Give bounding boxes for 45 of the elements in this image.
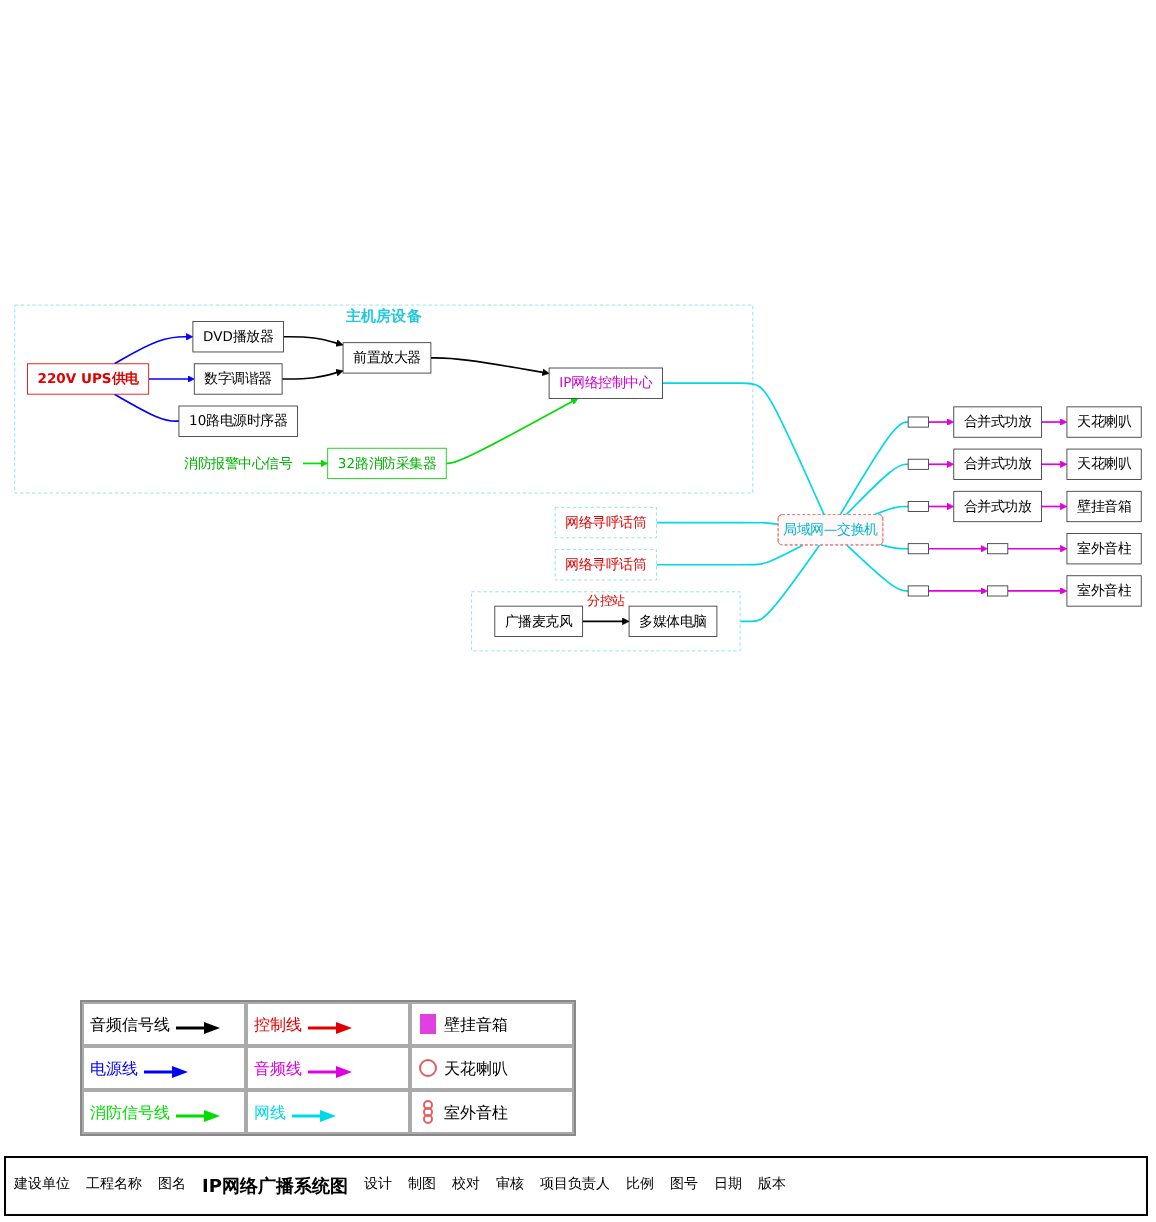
- node-box: [907, 501, 929, 512]
- arrow: [927, 502, 955, 511]
- arrow: [1006, 587, 1068, 595]
- connector: [655, 521, 780, 526]
- connector: [845, 463, 909, 516]
- arrow: [1040, 460, 1068, 468]
- arrow: [927, 460, 955, 468]
- connector: [655, 544, 804, 566]
- arrow: [927, 418, 955, 426]
- connector: [846, 544, 909, 592]
- arrow: [927, 545, 988, 553]
- arrow: [445, 398, 579, 465]
- arrow: [282, 335, 344, 347]
- node-box: [907, 416, 929, 428]
- arrow: [581, 617, 630, 626]
- arrow: [430, 357, 550, 376]
- node-box: [987, 585, 1009, 597]
- connector: [839, 421, 909, 516]
- node-box: [907, 543, 929, 555]
- connector: [113, 393, 180, 423]
- legend-label: 音频信号线: [90, 1013, 170, 1035]
- arrow: [927, 587, 988, 595]
- arrow: [1040, 418, 1068, 426]
- connector: [739, 544, 821, 623]
- legend-label: 电源线: [90, 1057, 138, 1079]
- node-box: [987, 543, 1009, 555]
- legend-label: 壁挂音箱: [444, 1013, 508, 1035]
- drawing-title: IP网络广播系统图: [202, 1174, 348, 1199]
- arrow: [281, 369, 344, 380]
- arrow: [1040, 502, 1068, 511]
- connector: [880, 543, 909, 550]
- legend-label: 天花喇叭: [444, 1057, 508, 1079]
- node-box: [907, 458, 929, 470]
- connector: [661, 382, 825, 516]
- arrow: [1006, 545, 1068, 553]
- node-box: [907, 585, 929, 597]
- arrow: [301, 459, 329, 468]
- legend-label: 音频线: [254, 1057, 302, 1079]
- arrow: [147, 375, 195, 383]
- connector: [872, 505, 909, 516]
- legend-label: 网线: [254, 1101, 286, 1123]
- legend-label: 控制线: [254, 1013, 302, 1035]
- legend-label: 消防信号线: [90, 1101, 170, 1123]
- legend-label: 室外音柱: [444, 1101, 508, 1123]
- arrow: [113, 333, 194, 365]
